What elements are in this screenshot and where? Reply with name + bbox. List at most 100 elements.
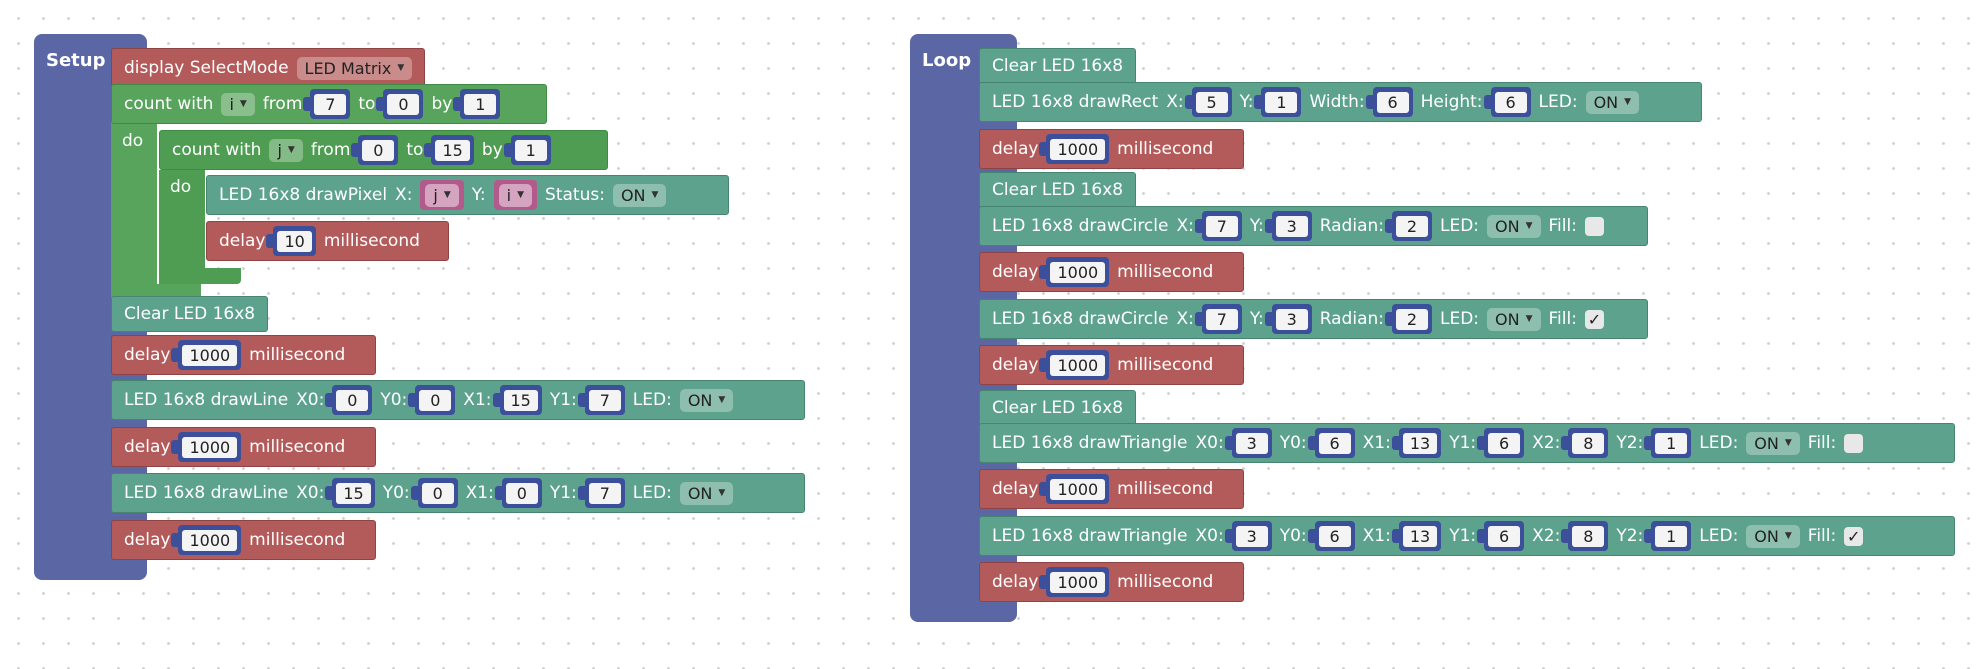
delay-number[interactable]: 1000 [1039,567,1110,597]
width-value[interactable]: 6 [1376,91,1409,113]
display-select-mode-block[interactable]: display SelectMode LED Matrix ▼ [111,48,425,88]
delay-block[interactable]: delay 1000 millisecond [979,129,1244,169]
y0-number[interactable]: 0 [408,385,456,415]
x-number[interactable]: 7 [1194,211,1242,241]
y1-number[interactable]: 7 [577,478,625,508]
clear-led-block[interactable]: Clear LED 16x8 [979,390,1136,426]
y2-number[interactable]: 1 [1644,521,1692,551]
x1-value[interactable]: 13 [1402,432,1438,454]
y-number[interactable]: 3 [1264,211,1312,241]
delay-value[interactable]: 1000 [1050,261,1106,283]
delay-number[interactable]: 1000 [1039,134,1110,164]
delay-value[interactable]: 1000 [1050,354,1106,376]
status-dropdown[interactable]: ON ▼ [612,183,667,207]
y0-number[interactable]: 6 [1307,428,1355,458]
led-dropdown[interactable]: ON ▼ [679,388,734,412]
y-number[interactable]: 3 [1264,304,1312,334]
y0-number[interactable]: 0 [410,478,458,508]
y0-value[interactable]: 6 [1318,525,1351,547]
outer-from-value[interactable]: 7 [314,93,347,115]
delay-value[interactable]: 1000 [182,344,238,366]
x1-value[interactable]: 0 [505,482,538,504]
x-variable-block[interactable]: j ▼ [420,180,464,210]
inner-to-number[interactable]: 15 [424,135,474,165]
draw-triangle-block[interactable]: LED 16x8 drawTriangle X0: 3 Y0: 6 X1: 13… [979,516,1955,556]
led-dropdown[interactable]: ON ▼ [1585,90,1640,114]
draw-circle-block[interactable]: LED 16x8 drawCircle X: 7 Y: 3 Radian: 2 … [979,299,1648,339]
inner-by-number[interactable]: 1 [503,135,551,165]
delay-number[interactable]: 10 [266,226,316,256]
fill-checkbox[interactable]: ✓ [1584,309,1604,329]
x0-number[interactable]: 15 [325,478,375,508]
x-var-dropdown[interactable]: j ▼ [425,183,459,207]
y1-number[interactable]: 6 [1477,428,1525,458]
inner-count-loop-block[interactable]: count with j ▼ from 0 to 15 by 1 [159,130,608,170]
fill-checkbox[interactable]: ✓ [1844,526,1864,546]
y0-value[interactable]: 0 [421,482,454,504]
clear-led-block[interactable]: Clear LED 16x8 [979,48,1136,84]
x0-number[interactable]: 3 [1224,428,1272,458]
height-value[interactable]: 6 [1494,91,1527,113]
draw-pixel-block[interactable]: LED 16x8 drawPixel X: j ▼ Y: i ▼ Status:… [206,175,729,215]
x0-value[interactable]: 0 [336,389,369,411]
delay-number[interactable]: 1000 [171,340,242,370]
draw-rect-block[interactable]: LED 16x8 drawRect X: 5 Y: 1 Width: 6 Hei… [979,82,1702,122]
x1-value[interactable]: 13 [1402,525,1438,547]
y-variable-block[interactable]: i ▼ [493,180,538,210]
delay-block[interactable]: delay 1000 millisecond [111,520,376,560]
x2-value[interactable]: 8 [1572,525,1605,547]
y1-number[interactable]: 7 [577,385,625,415]
y2-number[interactable]: 1 [1644,428,1692,458]
inner-to-value[interactable]: 15 [435,139,470,161]
radian-number[interactable]: 2 [1385,304,1432,334]
y-value[interactable]: 3 [1275,308,1308,330]
x2-number[interactable]: 8 [1561,521,1609,551]
y1-value[interactable]: 6 [1488,525,1521,547]
x1-number[interactable]: 13 [1391,428,1442,458]
y0-value[interactable]: 6 [1318,432,1351,454]
draw-line-block[interactable]: LED 16x8 drawLine X0: 15 Y0: 0 X1: 0 Y1:… [111,473,805,513]
delay-value[interactable]: 1000 [1050,571,1106,593]
y2-value[interactable]: 1 [1655,525,1688,547]
x-number[interactable]: 7 [1194,304,1242,334]
radian-value[interactable]: 2 [1396,215,1428,237]
x-number[interactable]: 5 [1184,87,1232,117]
delay-number[interactable]: 1000 [171,432,242,462]
x2-value[interactable]: 8 [1572,432,1605,454]
delay-block[interactable]: delay 1000 millisecond [979,252,1244,292]
outer-from-number[interactable]: 7 [303,89,351,119]
inner-by-value[interactable]: 1 [514,139,547,161]
radian-value[interactable]: 2 [1396,308,1428,330]
outer-count-loop-block[interactable]: count with i ▼ from 7 to 0 by 1 [111,84,547,124]
x0-value[interactable]: 3 [1235,432,1268,454]
delay-number[interactable]: 1000 [1039,257,1110,287]
delay-value[interactable]: 1000 [1050,478,1106,500]
led-dropdown[interactable]: ON ▼ [1487,307,1541,331]
width-number[interactable]: 6 [1365,87,1413,117]
outer-to-value[interactable]: 0 [387,93,420,115]
outer-var-dropdown[interactable]: i ▼ [221,92,255,116]
x-value[interactable]: 5 [1195,91,1228,113]
delay-block[interactable]: delay 1000 millisecond [111,335,376,375]
delay-block[interactable]: delay 1000 millisecond [979,345,1244,385]
outer-by-value[interactable]: 1 [464,93,497,115]
y-value[interactable]: 3 [1275,215,1308,237]
inner-delay-block[interactable]: delay 10 millisecond [206,221,449,261]
delay-number[interactable]: 1000 [1039,474,1110,504]
y0-value[interactable]: 0 [419,389,452,411]
inner-var-dropdown[interactable]: j ▼ [269,138,303,162]
delay-number[interactable]: 1000 [1039,350,1110,380]
x-value[interactable]: 7 [1205,215,1238,237]
draw-circle-block[interactable]: LED 16x8 drawCircle X: 7 Y: 3 Radian: 2 … [979,206,1648,246]
inner-from-value[interactable]: 0 [362,139,395,161]
x1-number[interactable]: 15 [492,385,542,415]
draw-triangle-block[interactable]: LED 16x8 drawTriangle X0: 3 Y0: 6 X1: 13… [979,423,1955,463]
fill-checkbox[interactable] [1844,433,1864,453]
y1-number[interactable]: 6 [1477,521,1525,551]
y-value[interactable]: 1 [1265,91,1298,113]
y1-value[interactable]: 6 [1488,432,1521,454]
inner-from-number[interactable]: 0 [351,135,399,165]
led-dropdown[interactable]: ON ▼ [1746,524,1800,548]
delay-block[interactable]: delay 1000 millisecond [979,562,1244,602]
outer-to-number[interactable]: 0 [376,89,424,119]
